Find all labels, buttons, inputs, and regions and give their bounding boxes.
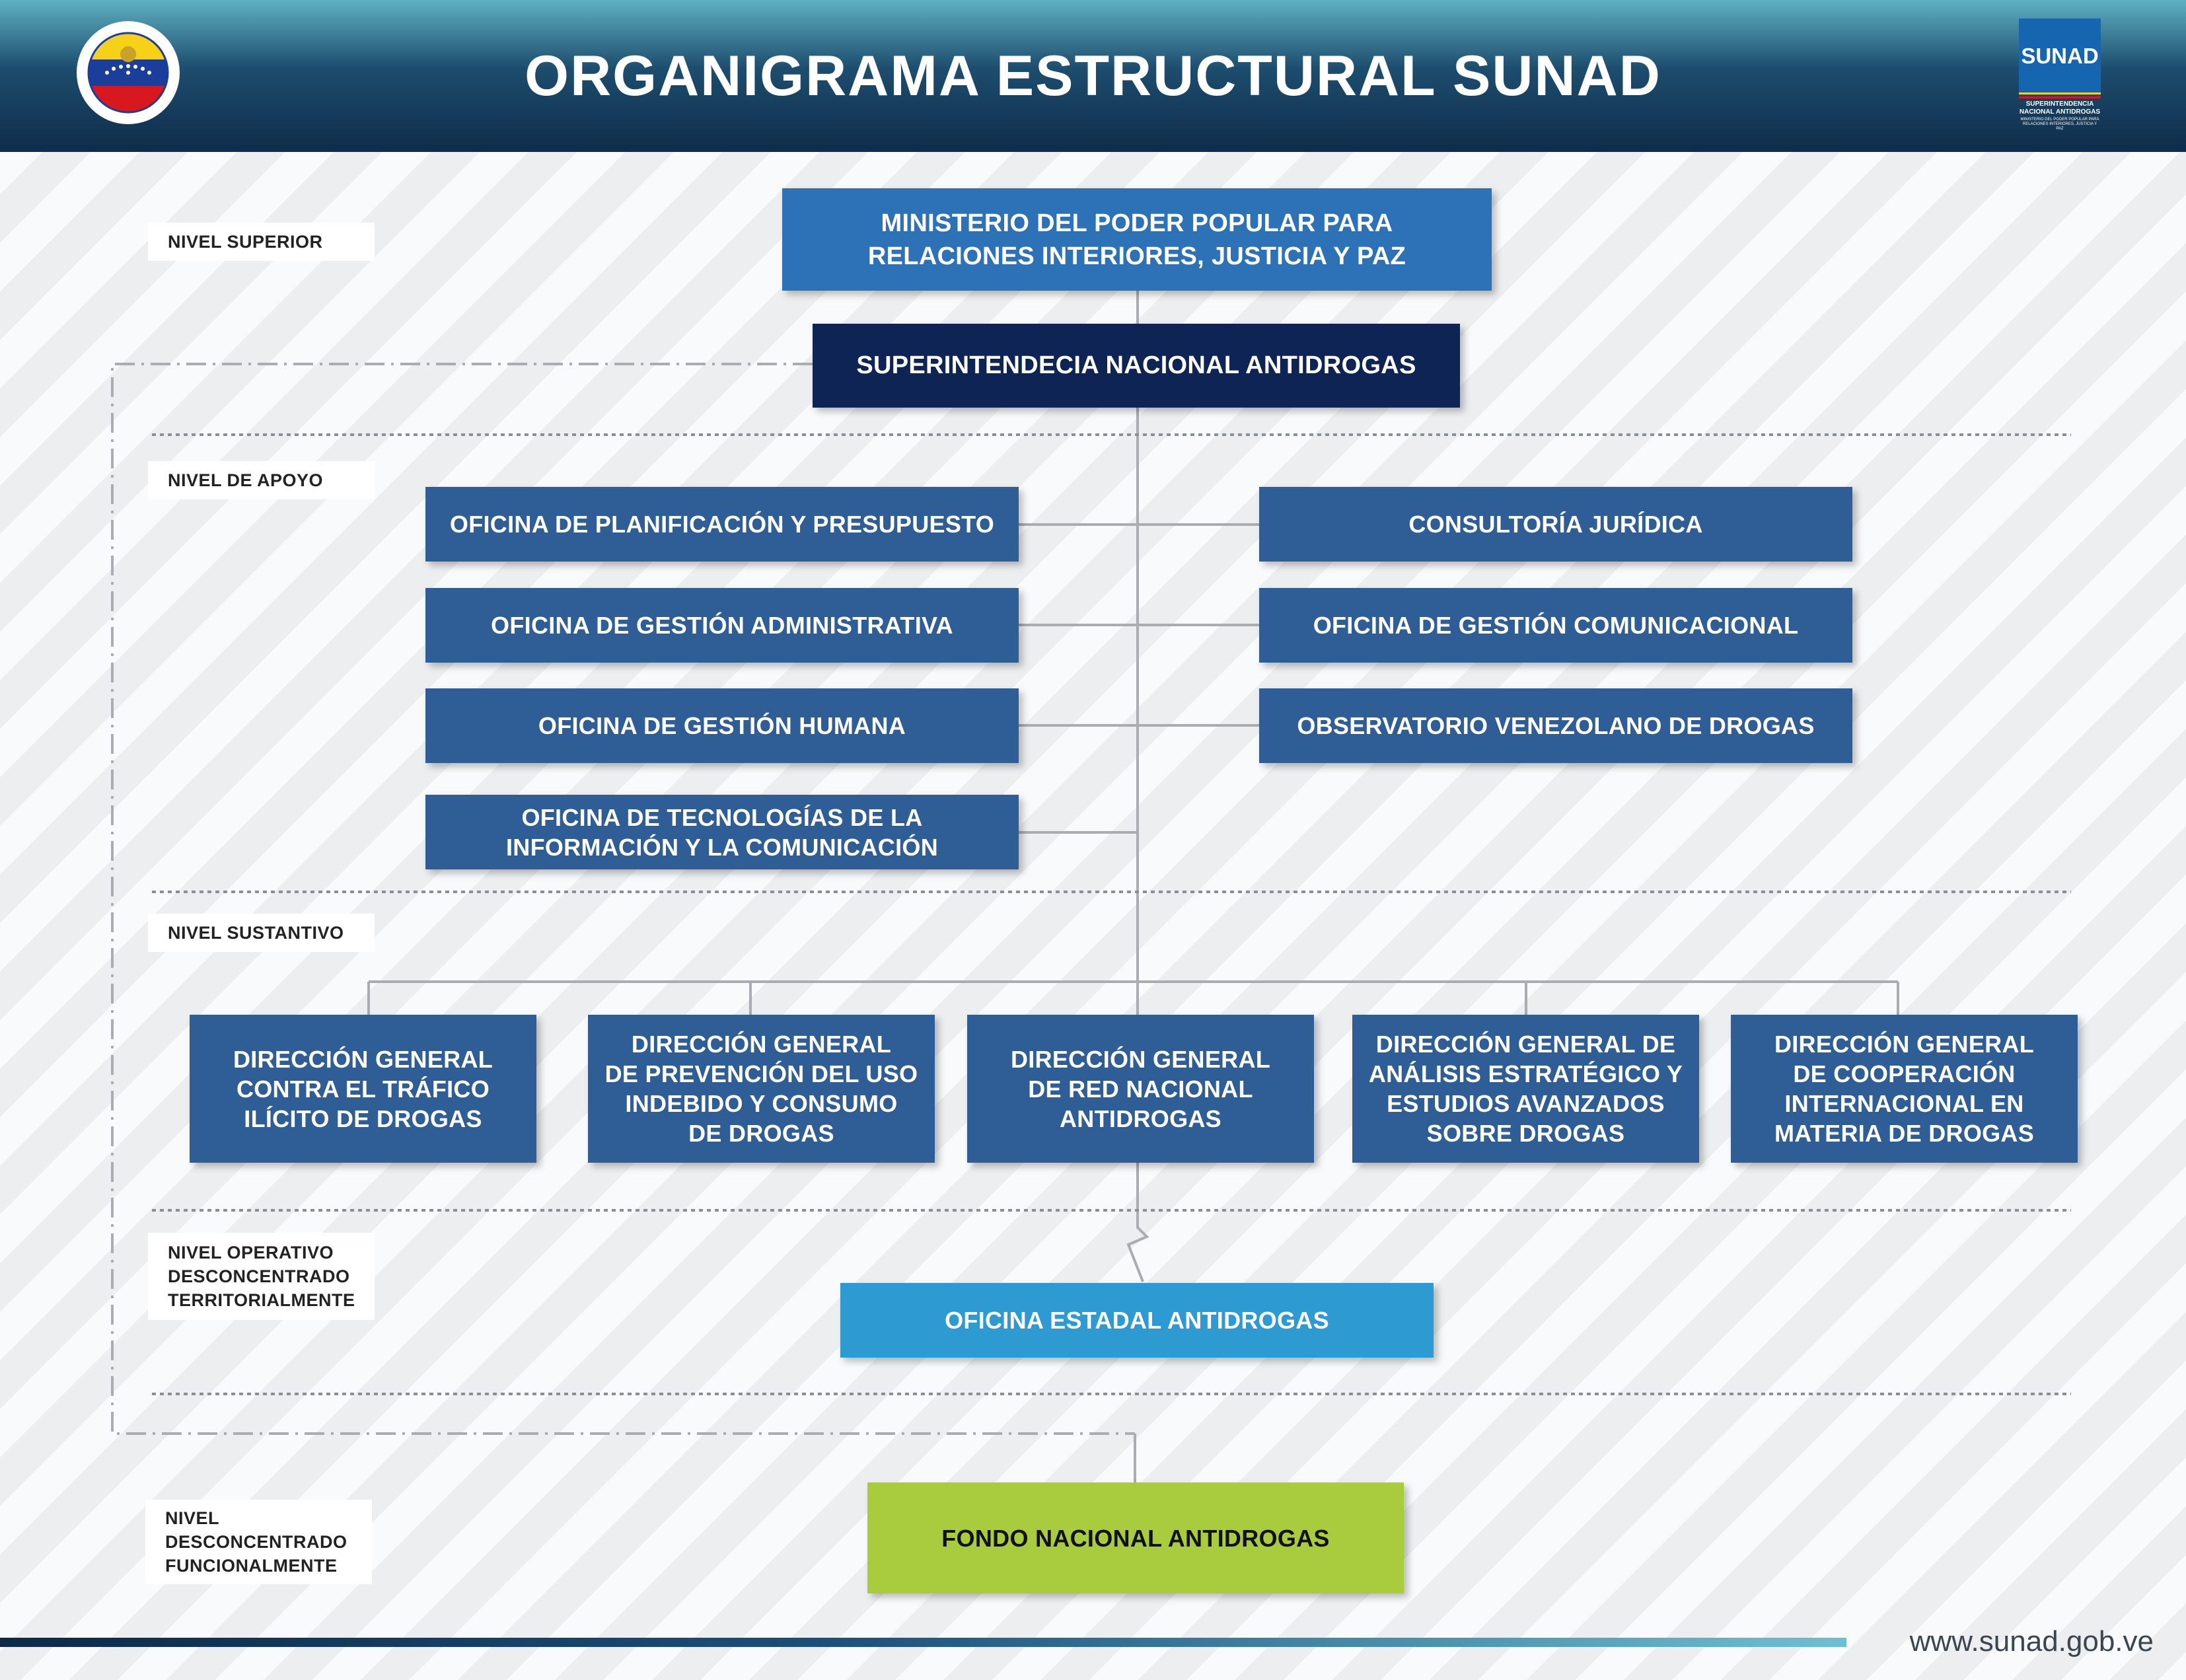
node-consultoria-juridica: CONSULTORÍA JURÍDICA: [1259, 487, 1852, 562]
sunad-logo-subtitle-2: MINISTERIO DEL PODER POPULAR PARA RELACI…: [2020, 118, 2099, 131]
level-label-operativo: NIVEL OPERATIVO DESCONCENTRADO TERRITORI…: [148, 1233, 375, 1320]
node-observatorio: OBSERVATORIO VENEZOLANO DE DROGAS: [1259, 688, 1852, 763]
sunad-logo-subtitle: SUPERINTENDENCIA NACIONAL ANTIDROGAS: [2019, 100, 2101, 116]
level-label-sustantivo: NIVEL SUSTANTIVO: [148, 914, 375, 952]
node-fondo-nacional: FONDO NACIONAL ANTIDROGAS: [867, 1482, 1404, 1593]
ministry-seal-icon: [77, 21, 180, 124]
node-ministerio: MINISTERIO DEL PODER POPULAR PARA RELACI…: [782, 188, 1492, 291]
level-label-funcional: NIVEL DESCONCENTRADO FUNCIONALMENTE: [145, 1500, 372, 1584]
page-title: ORGANIGRAMA ESTRUCTURAL SUNAD: [525, 44, 1661, 108]
node-superintendencia: SUPERINTENDECIA NACIONAL ANTIDROGAS: [813, 324, 1460, 408]
node-direccion-cooperacion: DIRECCIÓN GENERAL DE COOPERACIÓN INTERNA…: [1731, 1015, 2078, 1163]
node-planificacion: OFICINA DE PLANIFICACIÓN Y PRESUPUESTO: [425, 487, 1019, 562]
node-tecnologias: OFICINA DE TECNOLOGÍAS DE LA INFORMACIÓN…: [425, 795, 1019, 869]
node-direccion-prevencion: DIRECCIÓN GENERAL DE PREVENCIÓN DEL USO …: [588, 1015, 935, 1163]
node-direccion-red-nacional: DIRECCIÓN GENERAL DE RED NACIONAL ANTIDR…: [967, 1015, 1314, 1163]
sunad-logo: SUNAD SUPERINTENDENCIA NACIONAL ANTIDROG…: [2019, 18, 2101, 131]
node-gestion-humana: OFICINA DE GESTIÓN HUMANA: [425, 688, 1019, 763]
header-bar: [0, 0, 2186, 152]
node-gestion-comunicacional: OFICINA DE GESTIÓN COMUNICACIONAL: [1259, 588, 1852, 663]
level-label-superior: NIVEL SUPERIOR: [148, 223, 375, 261]
node-gestion-administrativa: OFICINA DE GESTIÓN ADMINISTRATIVA: [425, 588, 1019, 663]
flag-stripe-icon: [2019, 92, 2101, 98]
footer-bar: [0, 1638, 1846, 1647]
sunad-logo-name: SUNAD: [2019, 18, 2101, 94]
node-direccion-analisis: DIRECCIÓN GENERAL DE ANÁLISIS ESTRATÉGIC…: [1352, 1015, 1699, 1163]
node-direccion-trafico: DIRECCIÓN GENERAL CONTRA EL TRÁFICO ILÍC…: [190, 1015, 536, 1163]
website-link[interactable]: www.sunad.gob.ve: [1909, 1625, 2154, 1658]
level-label-apoyo: NIVEL DE APOYO: [148, 461, 375, 499]
node-oficina-estadal: OFICINA ESTADAL ANTIDROGAS: [840, 1283, 1434, 1358]
